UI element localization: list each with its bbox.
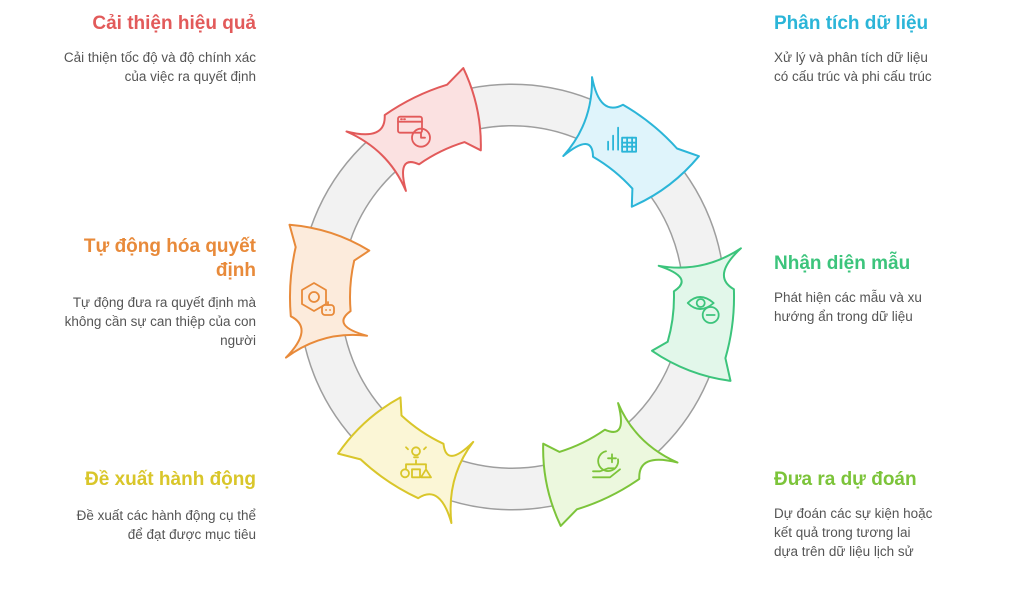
cycle-segment <box>285 223 371 359</box>
step-label-recommend: Đề xuất hành động Đề xuất các hành động … <box>60 468 256 544</box>
hexagon-robot-icon <box>301 282 335 316</box>
step-title: Tự động hóa quyết định <box>83 236 256 281</box>
browser-clock-icon <box>397 115 431 148</box>
eye-minus-icon <box>686 296 720 324</box>
hand-sparkle-icon <box>592 450 621 479</box>
step-label-analyze: Phân tích dữ liệu Xử lý và phân tích dữ … <box>774 12 934 86</box>
step-title: Đưa ra dự đoán <box>774 469 917 490</box>
step-description: Tự động đưa ra quyết định mà không cần s… <box>64 295 256 348</box>
step-title: Cải thiện hiệu quả <box>92 13 256 34</box>
lightbulb-flowchart-icon <box>400 446 432 479</box>
step-description: Cải thiện tốc độ và độ chính xác của việ… <box>63 50 256 84</box>
step-title: Phân tích dữ liệu <box>774 13 929 34</box>
cycle-segment <box>345 67 482 192</box>
step-description: Dự đoán các sự kiện hoặc kết quả trong t… <box>774 506 933 559</box>
cycle-segment <box>651 247 742 382</box>
step-title: Đề xuất hành động <box>85 469 256 490</box>
step-label-automate: Tự động hóa quyết định Tự động đưa ra qu… <box>60 235 256 350</box>
step-title: Nhận diện mẫu <box>774 253 911 274</box>
step-label-predict: Đưa ra dự đoán Dự đoán các sự kiện hoặc … <box>774 468 934 561</box>
cycle-segment <box>337 396 475 524</box>
step-description: Đề xuất các hành động cụ thể để đạt được… <box>76 508 256 542</box>
step-label-pattern: Nhận diện mẫu Phát hiện các mẫu và xu hư… <box>774 252 934 326</box>
cycle-segment <box>542 402 679 527</box>
step-description: Xử lý và phân tích dữ liệu có cấu trúc v… <box>774 50 932 84</box>
step-description: Phát hiện các mẫu và xu hướng ẩn trong d… <box>774 290 922 324</box>
bar-chart-table-icon <box>607 126 637 153</box>
step-label-improve: Cải thiện hiệu quả Cải thiện tốc độ và đ… <box>60 12 256 86</box>
